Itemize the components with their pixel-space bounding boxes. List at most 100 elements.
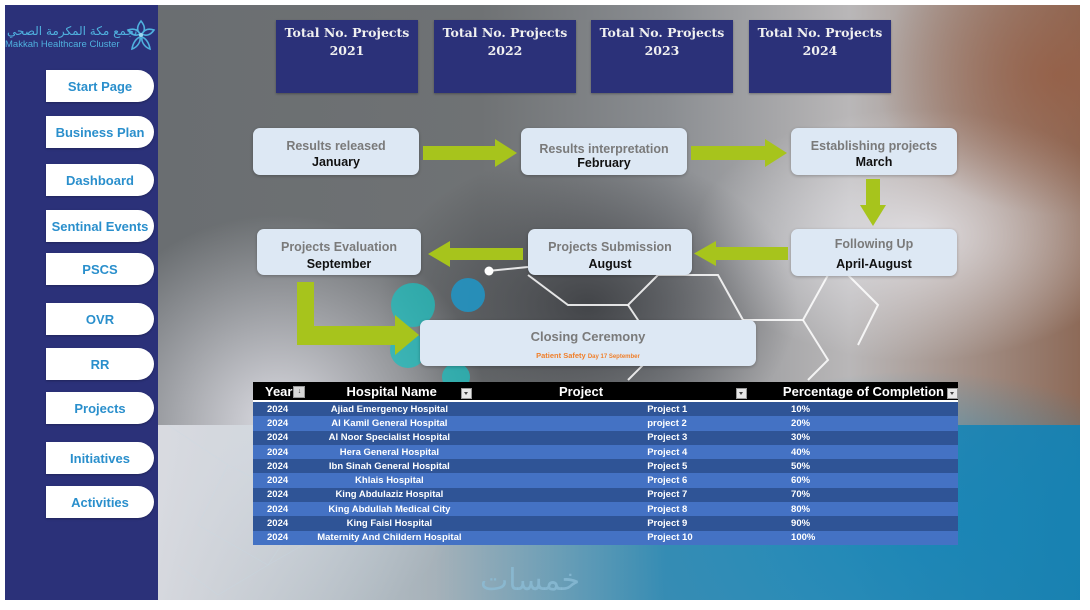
cell-completion: 30% [753,430,958,445]
nav-dashboard[interactable]: Dashboard [46,164,154,196]
logo-english-text: Makkah Healthcare Cluster [5,39,120,50]
cell-hospital: Khlais Hospital [316,473,553,488]
cell-completion: 70% [753,487,958,503]
cell-year: 2024 [253,444,317,460]
year-card-2023: Total No. Projects 2023 [591,20,733,93]
cell-hospital: Al Noor Specialist Hospital [316,430,553,445]
year-card-title: Total No. Projects [284,25,410,40]
year-card-year: 2021 [329,43,365,58]
nav-sentinal-events[interactable]: Sentinal Events [46,210,154,242]
cell-project: Project 7 [552,487,754,503]
cell-hospital: Ajiad Emergency Hospital [316,401,553,417]
step-title: Results interpretation [539,142,669,156]
cell-year: 2024 [253,530,317,545]
cell-year: 2024 [253,502,317,517]
cell-year: 2024 [253,459,317,474]
arrow-left-icon [428,241,523,267]
nav-projects[interactable]: Projects [46,392,154,424]
year-card-title: Total No. Projects [599,25,725,40]
step-month: March [855,155,893,169]
header-project: Project [552,382,754,402]
step-establishing-projects: Establishing projects March [791,128,957,175]
step-month: January [312,155,360,169]
step-following-up: Following Up April-August [791,229,957,276]
cell-completion: 40% [753,444,958,460]
arrow-down-icon [860,179,886,226]
cell-year: 2024 [253,487,317,503]
cell-completion: 10% [753,401,958,417]
nav-business-plan[interactable]: Business Plan [46,116,154,148]
table-header-row: Year↓ Hospital Name Project Percentage o… [253,382,958,402]
flower-logo-icon [126,19,156,51]
cell-project: Project 9 [552,516,754,531]
filter-dropdown-button[interactable] [947,387,958,399]
arrow-right-icon [691,139,787,167]
cell-year: 2024 [253,401,317,417]
year-card-year: 2024 [802,43,838,58]
projects-table: Year↓ Hospital Name Project Percentage o… [253,382,958,545]
year-card-2022: Total No. Projects 2022 [434,20,576,93]
cell-completion: 90% [753,516,958,531]
cell-project: Project 4 [552,444,754,460]
nav-rr[interactable]: RR [46,348,154,380]
cell-hospital: King Faisl Hospital [316,516,553,531]
step-month: April-August [836,257,912,271]
cell-hospital: Hera General Hospital [316,444,553,460]
closing-date: Day 17 September [587,354,640,360]
nav-activities[interactable]: Activities [46,486,154,518]
header-hospital-label: Hospital Name [346,383,437,399]
cell-project: project 2 [552,416,754,431]
sort-filter-button[interactable]: ↓ [293,386,306,399]
sidebar: تجمع مكة المكرمة الصحي Makkah Healthcare… [5,5,159,600]
cell-hospital: Al Kamil General Hospital [316,416,553,431]
step-results-released: Results released January [253,128,419,175]
step-title: Projects Submission [548,240,672,254]
cell-hospital: King Abdullah Medical City [316,502,553,517]
cell-completion: 50% [753,459,958,474]
step-title: Results released [286,139,386,153]
network-node [484,266,494,276]
step-title: Projects Evaluation [280,240,397,254]
cell-year: 2024 [253,430,317,445]
cell-year: 2024 [253,473,317,488]
header-year-label: Year [265,383,293,399]
nav-pscs[interactable]: PSCS [46,253,154,285]
closing-title: Closing Ceremony [530,329,646,344]
step-month: February [577,156,631,170]
step-results-interpretation: Results interpretation February [521,128,687,175]
nav-initiatives[interactable]: Initiatives [46,442,154,474]
year-card-year: 2023 [644,43,680,58]
step-title: Establishing projects [810,139,938,153]
filter-dropdown-button[interactable] [460,387,472,399]
filter-dropdown-button[interactable] [736,387,748,399]
header-completion-label: Percentage of Completion [782,383,944,399]
nav-start-page[interactable]: Start Page [46,70,154,102]
year-card-2021: Total No. Projects 2021 [276,20,418,93]
header-project-label: Project [558,383,604,399]
molecule-icon [451,278,485,312]
arrow-right-icon [423,139,517,167]
step-title: Following Up [834,237,914,251]
cell-hospital: King Abdulaziz Hospital [316,487,553,503]
header-hospital: Hospital Name [316,382,553,402]
cell-completion: 100% [753,530,958,545]
nav-ovr[interactable]: OVR [46,303,154,335]
main-panel: Total No. Projects 2021 Total No. Projec… [158,5,1080,600]
step-projects-submission: Projects Submission August [528,229,692,275]
logo: تجمع مكة المكرمة الصحي Makkah Healthcare… [5,13,158,53]
step-month: August [588,257,632,271]
logo-arabic-text: تجمع مكة المكرمة الصحي [7,24,138,38]
cell-project: Project 3 [552,430,754,445]
cell-completion: 20% [753,416,958,431]
cell-project: Project 6 [552,473,754,488]
